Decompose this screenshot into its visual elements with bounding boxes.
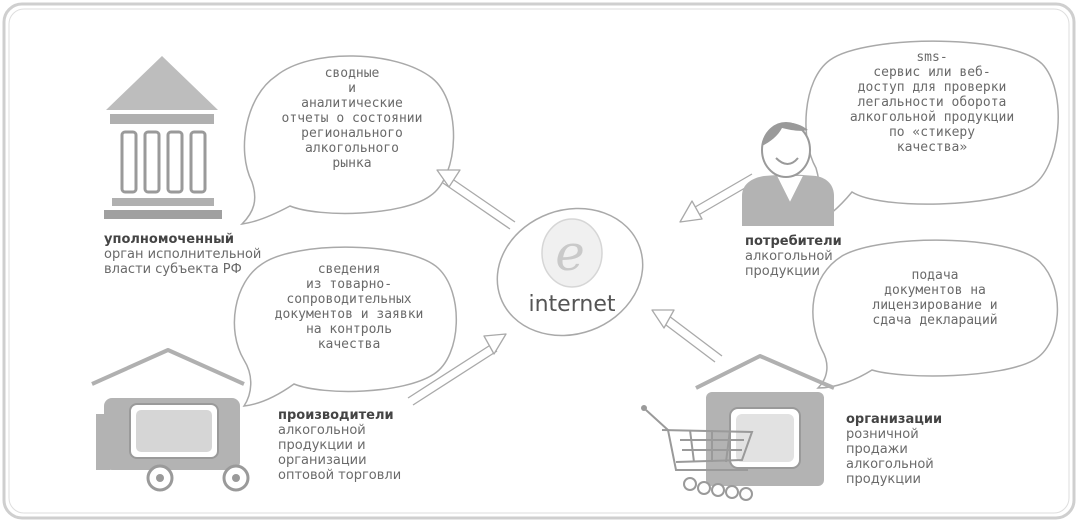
arrowhead-retail — [651, 309, 675, 329]
bubble-line: сервис или веб- — [873, 65, 991, 80]
internet-label: internet — [528, 292, 616, 317]
bubble-line: sms- — [916, 50, 948, 65]
caption-line: организации — [278, 453, 367, 468]
inner-frame — [8, 8, 1070, 514]
bubble-line: отчеты о состоянии — [281, 111, 423, 126]
caption-line: оптовой торговли — [278, 468, 402, 483]
arrow-to-authority — [442, 175, 516, 230]
bubble-line: лицензирование и — [872, 298, 998, 313]
bubble-line: подача — [911, 268, 959, 283]
arrowhead-authority — [436, 169, 461, 188]
caption-line: розничной — [846, 427, 919, 442]
caption-retail: организации розничной продажи алкогольно… — [846, 412, 942, 487]
caption-line: орган исполнительной — [104, 247, 262, 262]
bubble-line: алкогольного — [305, 141, 399, 156]
bubble-line: рынка — [332, 156, 372, 171]
arrowhead-producer — [483, 333, 507, 355]
caption-line: продукции и — [278, 438, 366, 453]
caption-producer-title: производители — [278, 408, 394, 423]
bubble-line: сведения — [317, 262, 381, 277]
caption-line: власти субъекта РФ — [104, 262, 242, 277]
caption-line: продажи — [846, 442, 908, 457]
caption-line: алкогольной — [745, 249, 833, 264]
bubble-line: аналитические — [301, 96, 403, 111]
caption-line: продукции — [745, 264, 820, 279]
bubble-line: на контроль — [305, 322, 393, 337]
bubble-authority — [239, 55, 455, 226]
internet-logo-icon: e — [541, 218, 603, 288]
bubble-line: регионального — [301, 126, 403, 141]
arrow-from-retail — [661, 315, 723, 363]
internet-logo-letter: e — [555, 224, 585, 282]
bubble-line: сопроводительных — [286, 292, 412, 307]
bubble-line: по «стикеру — [888, 125, 976, 140]
person-icon — [742, 122, 834, 226]
bubble-line: доступ для проверки — [857, 80, 1007, 95]
bubble-producer — [233, 246, 457, 407]
bubble-line: легальности оборота — [857, 95, 1007, 110]
caption-line: алкогольной — [278, 423, 366, 438]
bubble-line: сдача деклараций — [872, 313, 998, 328]
truck-warehouse-icon — [91, 348, 250, 492]
caption-producer: производители алкогольной продукции и ор… — [278, 408, 401, 483]
caption-line: алкогольной — [846, 457, 934, 472]
store-cart-icon — [641, 354, 835, 501]
bubble-line: и — [348, 81, 356, 96]
bubble-line: сводные — [324, 66, 380, 81]
bubble-line: из товарно- — [305, 277, 393, 292]
caption-consumer: потребители алкогольной продукции — [745, 234, 842, 279]
bubble-line: качества» — [896, 140, 968, 155]
arrow-from-producer — [407, 343, 498, 406]
bubble-line: документов на — [884, 283, 986, 298]
bubble-line: документов и заявки — [274, 307, 424, 322]
caption-retail-title: организации — [846, 412, 943, 427]
arrowhead-consumer — [679, 200, 703, 223]
caption-authority: уполномоченный орган исполнительной влас… — [104, 232, 261, 277]
caption-line: продукции — [846, 472, 921, 487]
caption-authority-title: уполномоченный — [104, 232, 234, 247]
caption-consumer-title: потребители — [745, 234, 842, 249]
bubble-line: алкогольной продукции — [849, 110, 1015, 125]
bubble-line: качества — [317, 337, 381, 352]
government-building-icon — [104, 56, 222, 219]
